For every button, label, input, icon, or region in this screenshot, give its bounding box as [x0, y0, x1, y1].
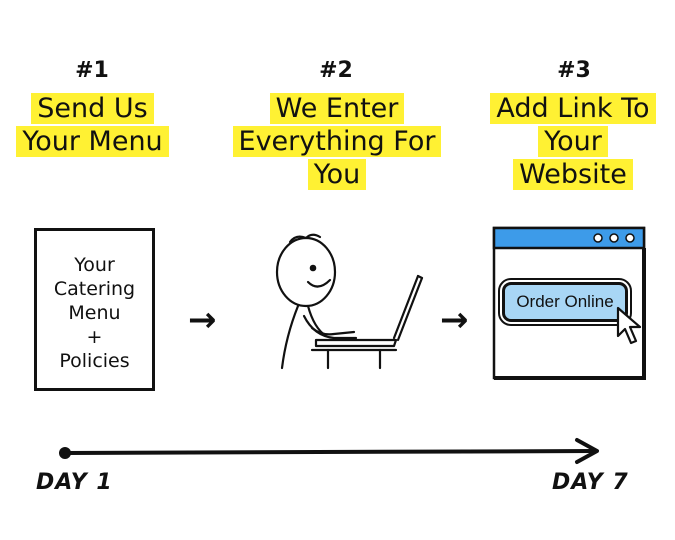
- timeline-arrow: [59, 438, 599, 464]
- person-with-laptop-icon: [275, 233, 424, 370]
- arrow-right-icon: →: [440, 300, 469, 340]
- menu-card-line: Menu: [68, 302, 121, 324]
- step-3-title-line: Your: [538, 126, 608, 157]
- step-1-title-line: Your Menu: [16, 126, 169, 157]
- step-2-title: We Enter Everything For You: [232, 92, 442, 191]
- arrow-right-icon: →: [188, 300, 217, 340]
- timeline-end-label: DAY 7: [552, 470, 629, 495]
- step-2-title-line: You: [307, 159, 367, 190]
- menu-card-line: Policies: [59, 350, 130, 372]
- step-3-title: Add Link To Your Website: [483, 92, 663, 191]
- step-1-number: #1: [75, 58, 109, 83]
- menu-card-line: Catering: [53, 278, 136, 300]
- menu-card-text: Your Catering Menu + Policies: [37, 253, 152, 373]
- step-2-number: #2: [319, 58, 353, 83]
- step-3-title-line: Add Link To: [490, 93, 656, 124]
- step-1-title: Send Us Your Menu: [10, 92, 175, 158]
- step-2-title-line: Everything For: [232, 126, 442, 157]
- cursor-pointer-icon: [616, 306, 642, 345]
- catering-menu-card: Your Catering Menu + Policies: [34, 228, 155, 391]
- order-online-label: Order Online: [516, 292, 614, 311]
- step-3-number: #3: [557, 58, 591, 83]
- menu-card-line: Your: [74, 254, 115, 276]
- step-3-title-line: Website: [513, 159, 633, 190]
- timeline-start-label: DAY 1: [36, 470, 113, 495]
- step-1-title-line: Send Us: [31, 93, 154, 124]
- menu-card-line: +: [86, 326, 103, 348]
- order-online-button[interactable]: Order Online: [498, 278, 632, 326]
- step-2-title-line: We Enter: [269, 93, 405, 124]
